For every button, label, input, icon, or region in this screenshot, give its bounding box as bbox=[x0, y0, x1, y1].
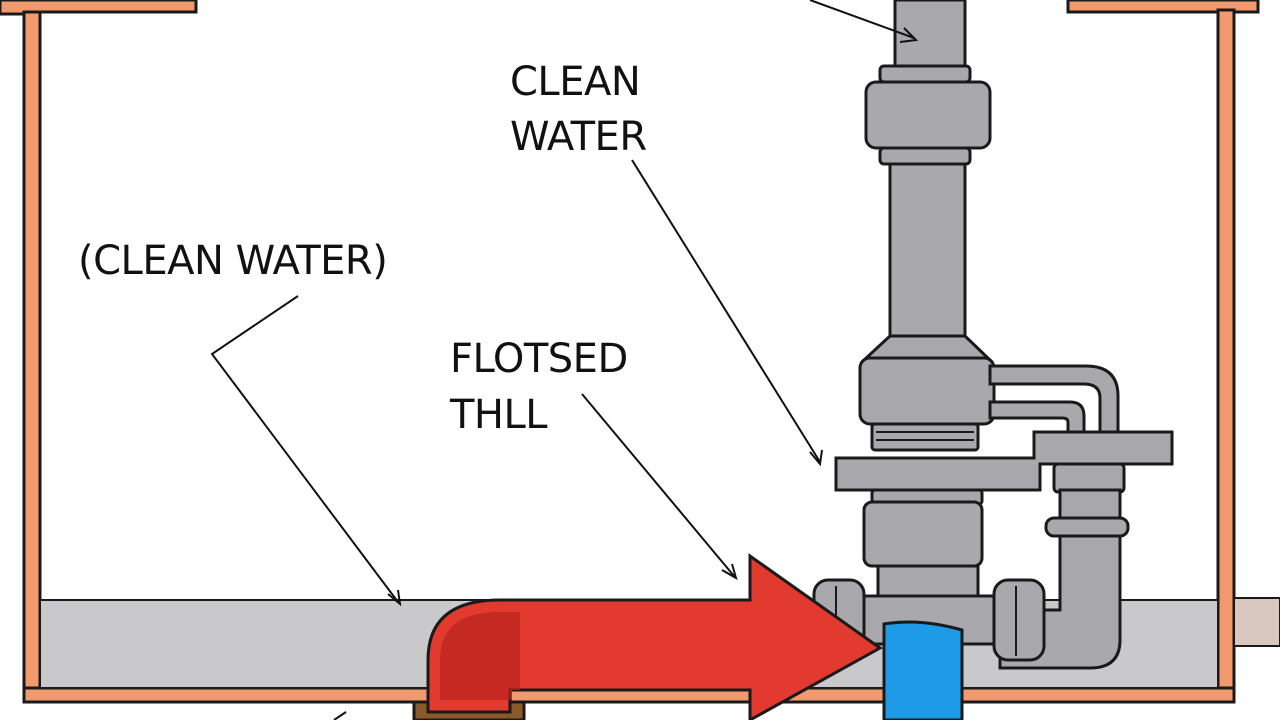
valve-thread bbox=[870, 422, 980, 452]
right-riser-ring bbox=[1044, 516, 1130, 538]
blue-outlet-pipe-icon bbox=[882, 620, 964, 720]
float-arm-inner bbox=[988, 400, 1086, 434]
red-flow-arrow-icon bbox=[426, 553, 883, 720]
leader-left bbox=[210, 295, 399, 603]
label-thll: THLL bbox=[449, 392, 548, 438]
pipe-coupling bbox=[864, 80, 992, 150]
valve-body bbox=[858, 356, 996, 426]
pipe-collar-1 bbox=[878, 64, 972, 84]
leader-top-inlet-head bbox=[899, 27, 919, 43]
leader-clean-water-head bbox=[809, 449, 823, 467]
pipe-collar-2 bbox=[878, 146, 972, 166]
leader-mid bbox=[581, 393, 735, 577]
tank-right-wall bbox=[1216, 8, 1236, 704]
valve-cone bbox=[860, 334, 994, 362]
leader-bottom bbox=[333, 711, 347, 720]
right-flange bbox=[992, 578, 1046, 662]
side-outlet-stub bbox=[1233, 597, 1280, 647]
leader-left-head bbox=[387, 589, 402, 607]
lower-coupling bbox=[862, 500, 984, 568]
tank-left-wall bbox=[22, 10, 42, 704]
label-clean-water-line2: WATER bbox=[510, 114, 647, 160]
label-left-clean-water: (CLEAN WATER) bbox=[78, 238, 387, 284]
main-pipe bbox=[888, 162, 967, 342]
leader-top-inlet bbox=[809, 0, 915, 39]
tank-right-lip bbox=[1066, 0, 1260, 14]
right-riser-cap bbox=[1052, 462, 1126, 494]
right-riser bbox=[1058, 488, 1122, 520]
valve-assembly bbox=[812, 0, 1174, 670]
label-clean-water-line1: CLEAN bbox=[510, 59, 640, 105]
leader-lines bbox=[210, 0, 919, 720]
leader-clean-water bbox=[631, 159, 821, 463]
label-flotsed: FLOTSED bbox=[450, 336, 628, 382]
float-arm-outer bbox=[988, 364, 1120, 434]
leader-mid-head bbox=[721, 563, 738, 581]
